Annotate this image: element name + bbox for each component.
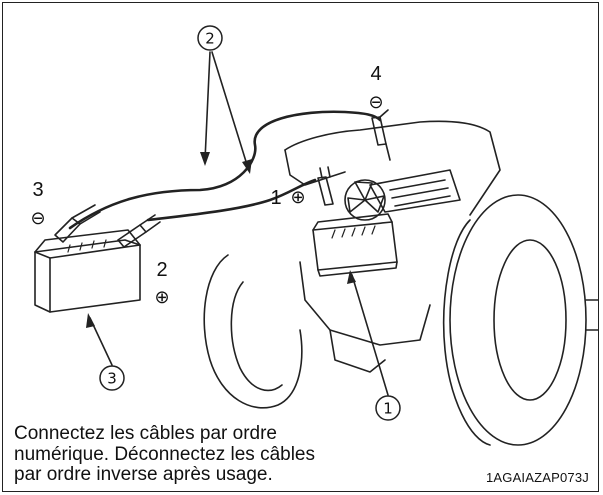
tractor-hood (284, 120, 501, 216)
step3-number: 3 (32, 179, 43, 201)
caption-line-1: Connectez les câbles par ordre (14, 423, 277, 444)
callout-cables: 2 (197, 25, 223, 51)
figure-code: 1AGAIAZAP073J (485, 470, 589, 485)
callout-booster-battery: 3 (99, 365, 125, 391)
instruction-caption: Connectez les câbles par ordre numérique… (14, 423, 316, 486)
fan-icon (344, 179, 386, 221)
tractor-frame (299, 261, 431, 346)
step2-plus-icon: ⊕ (154, 287, 169, 308)
step2-number: 2 (156, 259, 167, 281)
step4-minus-icon: ⊖ (368, 92, 383, 113)
cable-negative (68, 110, 382, 230)
step3-minus-icon: ⊖ (30, 208, 45, 229)
leader-tractor-battery (351, 274, 389, 396)
step1-number: 1 (270, 187, 281, 209)
cable-positive (146, 178, 317, 222)
caption-line-3: par ordre inverse après usage. (14, 464, 273, 485)
tractor-hood-side (284, 149, 346, 186)
step1-plus-icon: ⊕ (290, 187, 305, 208)
clamp-4 (371, 116, 387, 146)
callout-tractor-battery: 1 (375, 395, 401, 421)
tractor-front-wheel (203, 254, 303, 409)
callout-cables-number: 2 (205, 30, 215, 48)
clamp-3 (54, 217, 81, 243)
tractor-radiator-grille (369, 169, 461, 213)
callout-booster-number: 3 (107, 370, 117, 388)
leader-cables-b (211, 51, 249, 169)
caption-line-2: numérique. Déconnectez les câbles (14, 443, 316, 465)
step4-number: 4 (370, 63, 381, 85)
booster-battery (34, 239, 141, 313)
tractor-rear-wheel (449, 194, 587, 446)
leader-cables-a (204, 51, 211, 161)
clamp-1 (317, 176, 334, 206)
callout-tractor-battery-number: 1 (383, 400, 393, 418)
